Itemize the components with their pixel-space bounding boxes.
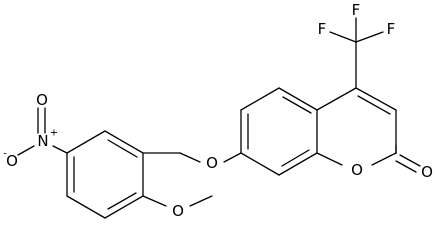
methoxy-bonds [142, 195, 213, 207]
benzo-ring-bonds [240, 87, 318, 176]
fluorine-3-label: F [352, 1, 361, 19]
nitro-nitrogen-label: N [37, 132, 48, 150]
pyranone-ring-bonds [316, 87, 421, 173]
methoxy-oxygen-label: O [172, 202, 184, 220]
nitro-oxygen-top-label: O [36, 91, 48, 109]
carbonyl-oxygen-label: O [421, 163, 433, 181]
nitrobenzene-ring-bonds [66, 130, 144, 219]
ring-oxygen-label: O [351, 161, 363, 179]
nitro-bonds [17, 107, 68, 156]
nitro-minus-charge: - [3, 149, 7, 160]
fluorine-2-label: F [387, 20, 396, 38]
ether-oxygen-label: O [206, 154, 218, 172]
nitro-oxygen-minus-label: O [6, 152, 18, 170]
cf3-bonds [329, 17, 384, 89]
ether-bonds [142, 152, 242, 163]
fluorine-1-label: F [318, 20, 327, 38]
nitro-plus-charge: + [50, 128, 58, 139]
